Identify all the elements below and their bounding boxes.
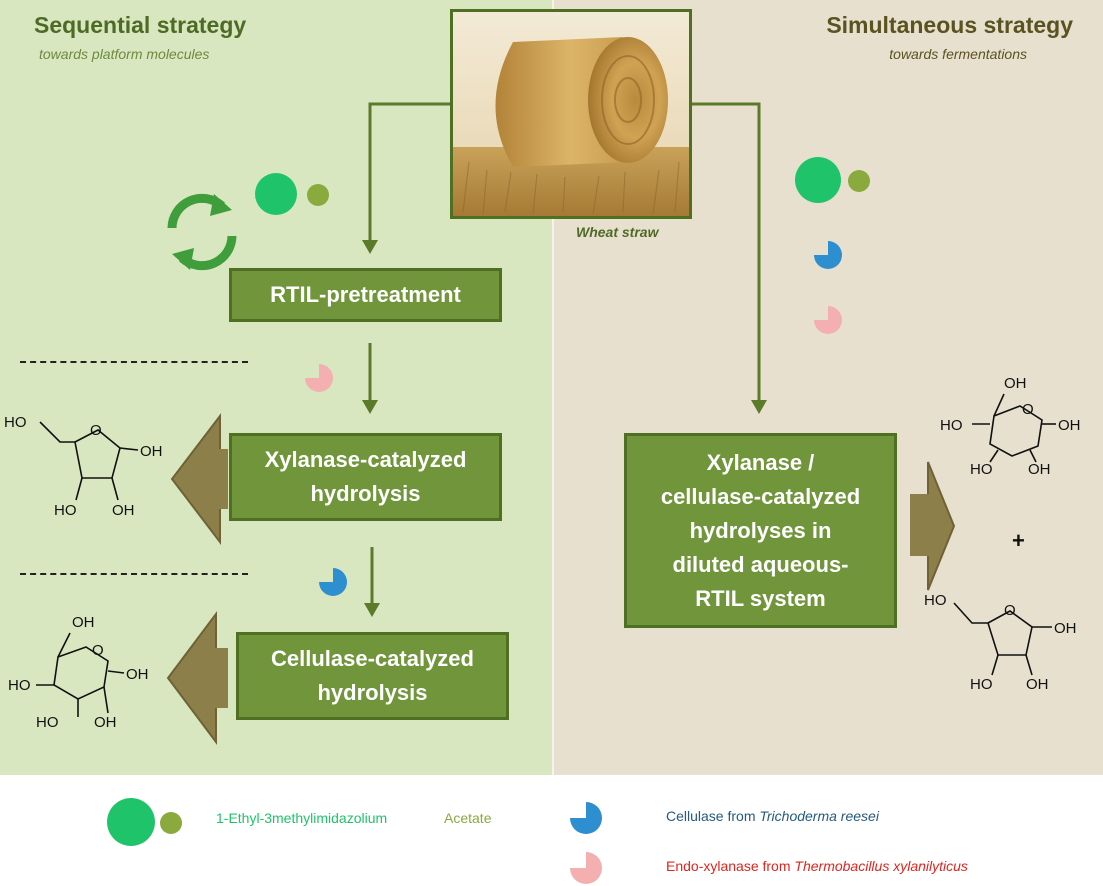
legend-cellulase-prefix: Cellulase from (666, 808, 760, 824)
arrowhead-xylanase-step (362, 400, 378, 414)
svg-text:OH: OH (72, 614, 95, 631)
svg-text:OH: OH (1054, 620, 1077, 637)
xylanase-hydrolysis-step: Xylanase-catalyzed hydrolysis (229, 433, 502, 521)
legend-xylanase-label: Endo-xylanase from Thermobacillus xylani… (666, 858, 968, 874)
arrowhead-pretreatment (362, 240, 378, 254)
glucose-structure-right: OH O OH HO HO OH (940, 375, 1081, 478)
anion-icon-right (848, 170, 870, 192)
legend-cellulase-icon (570, 802, 602, 834)
legend-anion-icon (160, 812, 182, 834)
xylose-structure-right: HO O OH HO OH (924, 592, 1077, 693)
svg-text:HO: HO (940, 417, 963, 434)
simultaneous-title: Simultaneous strategy (826, 12, 1073, 38)
svg-text:O: O (1022, 401, 1034, 418)
xylanase-icon-left (305, 364, 333, 392)
svg-text:O: O (1004, 602, 1016, 619)
simultaneous-hydrolysis-step: Xylanase / cellulase-catalyzed hydrolyse… (624, 433, 897, 628)
rtil-pretreatment-step: RTIL-pretreatment (229, 268, 502, 322)
svg-text:OH: OH (112, 502, 135, 519)
svg-text:HO: HO (924, 592, 947, 609)
svg-text:HO: HO (54, 502, 77, 519)
recycle-icon (167, 193, 237, 271)
legend-cation-label: 1-Ethyl-3methylimidazolium (216, 810, 388, 826)
wheat-straw-caption: Wheat straw (576, 224, 659, 240)
xylanase-icon-right (814, 306, 842, 334)
xylose-structure-left: HO O OH HO OH (4, 414, 163, 519)
svg-text:OH: OH (94, 714, 117, 731)
svg-text:OH: OH (126, 666, 149, 683)
svg-text:HO: HO (970, 676, 993, 693)
svg-text:OH: OH (1004, 375, 1027, 392)
cation-icon-left (255, 173, 297, 215)
cellulase-hydrolysis-step: Cellulase-catalyzed hydrolysis (236, 632, 509, 720)
legend-cellulase-organism: Trichoderma reesei (759, 808, 879, 824)
plus-sign: + (1012, 528, 1025, 553)
legend-anion-label: Acetate (444, 810, 492, 826)
svg-text:HO: HO (970, 461, 993, 478)
anion-icon-left (307, 184, 329, 206)
panel-divider (552, 0, 554, 775)
separator-dashes-2 (20, 573, 248, 575)
legend-xylanase-icon (570, 852, 602, 884)
arrow-to-pretreatment (368, 102, 450, 242)
svg-text:OH: OH (1026, 676, 1049, 693)
legend-cation-icon (107, 798, 155, 846)
arrow-to-simultaneous (692, 102, 761, 402)
legend-xylanase-organism: Thermobacillus xylanilyticus (794, 858, 968, 874)
cation-icon-right (795, 157, 841, 203)
product-arrow-glucose-shaft (202, 648, 228, 708)
cellulase-icon-left (319, 568, 347, 596)
sequential-title: Sequential strategy (34, 12, 247, 38)
separator-dashes-1 (20, 361, 248, 363)
svg-text:OH: OH (1058, 417, 1081, 434)
svg-text:OH: OH (1028, 461, 1051, 478)
arrowhead-simultaneous (751, 400, 767, 414)
product-arrow-right-shaft (910, 494, 932, 556)
legend-cellulase-label: Cellulase from Trichoderma reesei (666, 808, 879, 824)
simultaneous-subtitle: towards fermentations (889, 46, 1027, 62)
glucose-structure-left: OH O OH HO HO OH (8, 614, 149, 731)
svg-text:HO: HO (8, 677, 31, 694)
hay-bale-illustration (453, 12, 689, 216)
wheat-straw-image (450, 9, 692, 219)
svg-text:HO: HO (4, 414, 27, 431)
svg-text:O: O (90, 422, 102, 439)
product-arrow-xylose-shaft (206, 449, 228, 509)
sequential-subtitle: towards platform molecules (39, 46, 210, 62)
legend-xylanase-prefix: Endo-xylanase from (666, 858, 795, 874)
arrowhead-cellulase-step (364, 603, 380, 617)
svg-text:O: O (92, 642, 104, 659)
svg-text:OH: OH (140, 443, 163, 460)
svg-text:HO: HO (36, 714, 59, 731)
cellulase-icon-right (814, 241, 842, 269)
